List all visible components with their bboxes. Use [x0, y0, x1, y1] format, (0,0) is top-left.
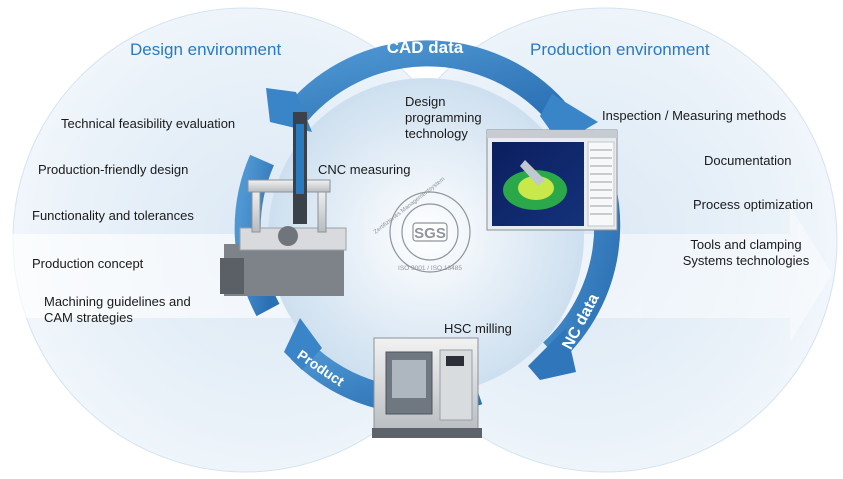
production-item-documentation: Documentation — [704, 153, 792, 168]
nc-arrow-head — [528, 328, 576, 380]
design-environment-heading: Design environment — [130, 40, 282, 59]
production-item-tools-clamping: Tools and clamping Systems technologies — [682, 237, 810, 268]
cad-data-label: CAD data — [387, 38, 464, 57]
hsc-milling-label: HSC milling — [444, 321, 512, 336]
cad-software-screenshot — [486, 129, 618, 231]
seal-center-text: SGS — [414, 225, 446, 242]
production-item-process-optimization: Process optimization — [693, 197, 813, 212]
design-item-machining-guidelines: Machining guidelines and CAM strategies — [44, 294, 191, 325]
production-environment-heading: Production environment — [530, 40, 710, 59]
design-item-production-friendly: Production-friendly design — [38, 162, 189, 177]
design-item-feasibility: Technical feasibility evaluation — [61, 116, 236, 131]
hsc-milling-machine-image — [372, 337, 482, 438]
seal-bottom-text: ISO 9001 / ISO 13485 — [398, 265, 462, 272]
cnc-measuring-machine-image — [220, 112, 347, 296]
certification-seal — [389, 191, 471, 273]
design-programming-label: Design programming technology — [405, 94, 482, 141]
design-item-functionality: Functionality and tolerances — [32, 208, 194, 223]
design-item-production-concept: Production concept — [32, 256, 144, 271]
product-arrow-head — [284, 318, 322, 370]
production-item-inspection: Inspection / Measuring methods — [602, 108, 787, 123]
cnc-measuring-label: CNC measuring — [318, 162, 411, 177]
